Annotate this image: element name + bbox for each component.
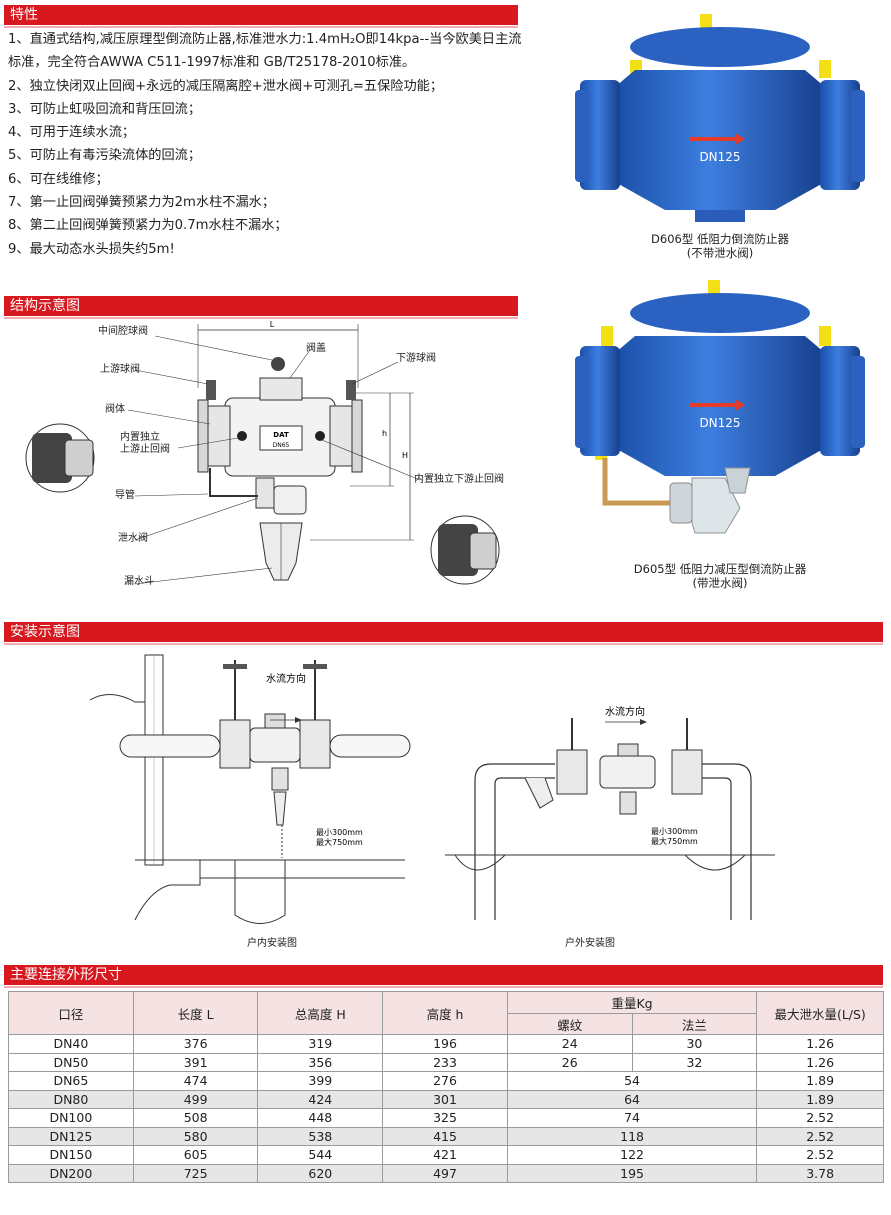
col-thread: 螺纹 <box>506 1013 633 1035</box>
col-total-height: 总高度 H <box>257 991 384 1035</box>
col-weight: 重量Kg <box>506 991 758 1014</box>
feature-item: 7、第一止回阀弹簧预紧力为2m水柱不漏水； <box>8 195 276 211</box>
body-text-size: DN65 <box>273 442 290 449</box>
col-size: 口径 <box>8 991 134 1035</box>
dim-label-H: H <box>402 451 408 460</box>
feature-item: 9、最大动态水头损失约5m! <box>8 241 175 257</box>
label-max-height: 最大750mm <box>651 836 698 846</box>
section-title-dimensions: 主要连接外形尺寸 <box>4 965 883 988</box>
feature-item: 2、独立快闭双止回阀+永远的减压隔离腔+泄水阀+可测孔=五保险功能； <box>8 78 444 94</box>
product-image-d606: DN125 <box>575 14 865 222</box>
dimensions-table: 口径 长度 L 总高度 H 高度 h 重量Kg 最大泄水量(L/S) 螺纹 法兰… <box>8 991 884 1183</box>
label-inner-downstream-check: 内置独立下游止回阀 <box>414 474 504 485</box>
caption-indoor-install: 户内安装图 <box>247 938 297 949</box>
col-flange: 法兰 <box>631 1013 758 1035</box>
caption-outdoor-install: 户外安装图 <box>565 938 615 949</box>
body-text-dat: DAT <box>273 431 289 439</box>
label-inner-upstream-check: 内置独立 上游止回阀 <box>120 432 170 455</box>
install-diagram-outdoor: 水流方向 最小300mm 最大750mm <box>445 705 775 920</box>
product-caption-d606: D606型 低阻力倒流防止器 (不带泄水阀) <box>651 232 789 260</box>
product-size-badge: DN125 <box>699 150 740 164</box>
label-upstream-ball-valve: 上游球阀 <box>100 364 140 375</box>
label-middle-ball-valve: 中间腔球阀 <box>98 326 148 337</box>
product-size-badge: DN125 <box>699 416 740 430</box>
feature-item: 1、直通式结构,减压原理型倒流防止器,标准泄水力:1.4mH₂O即14kpa--… <box>8 32 522 71</box>
dim-label-h: h <box>382 429 387 438</box>
install-diagram-indoor: 水流方向 最小300mm 最大750mm <box>90 654 411 924</box>
col-max-drain: 最大泄水量(L/S) <box>756 991 884 1035</box>
feature-item: 8、第二止回阀弹簧预紧力为0.7m水柱不漏水； <box>8 218 288 234</box>
section-title-structure: 结构示意图 <box>4 296 518 319</box>
product-caption-d605: D605型 低阻力减压型倒流防止器 (带泄水阀) <box>633 562 807 590</box>
label-cover: 阀盖 <box>306 343 326 354</box>
features-list: 1、直通式结构,减压原理型倒流防止器,标准泄水力:1.4mH₂O即14kpa--… <box>8 28 528 261</box>
label-min-height: 最小300mm <box>651 827 698 836</box>
section-title-features: 特性 <box>4 5 518 28</box>
col-length: 长度 L <box>132 991 259 1035</box>
dim-label-L: L <box>270 320 275 329</box>
label-flow-direction: 水流方向 <box>605 705 645 718</box>
feature-item: 6、可在线维修； <box>8 171 109 187</box>
feature-item: 5、可防止有毒污染流体的回流； <box>8 148 202 164</box>
col-height: 高度 h <box>382 991 508 1035</box>
section-title-install: 安装示意图 <box>4 622 883 645</box>
label-guide-pipe: 导管 <box>115 490 135 501</box>
label-funnel: 漏水斗 <box>124 576 154 587</box>
structure-diagram: L h H DAT DN65 <box>25 320 500 585</box>
label-downstream-ball-valve: 下游球阀 <box>396 353 436 364</box>
label-flow-direction: 水流方向 <box>266 672 306 685</box>
label-drain-valve: 泄水阀 <box>118 533 148 544</box>
feature-item: 4、可用于连续水流； <box>8 125 136 141</box>
feature-item: 3、可防止虹吸回流和背压回流； <box>8 101 202 117</box>
label-max-height: 最大750mm <box>316 837 363 847</box>
product-image-d605: DN125 <box>575 280 865 534</box>
label-min-height: 最小300mm <box>316 828 363 837</box>
label-valve-body: 阀体 <box>105 404 125 415</box>
